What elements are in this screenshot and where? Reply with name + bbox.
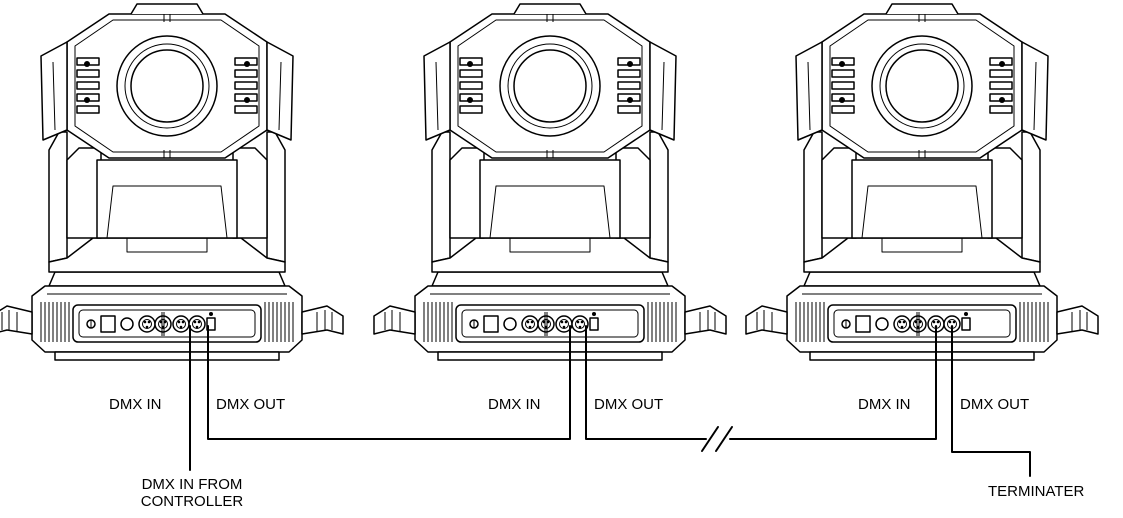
- cable-fixture-2-out-a: [585, 325, 707, 440]
- fixture-1-dmx-in-label: DMX IN: [109, 396, 162, 413]
- fixture-3-dmx-in-label: DMX IN: [858, 396, 911, 413]
- controller-label-line1: DMX IN FROM: [141, 476, 243, 493]
- fixture-2-moving-head: [373, 3, 727, 361]
- fixture-3-moving-head: [745, 3, 1099, 361]
- fixture-3-dmx-out-label: DMX OUT: [960, 396, 1030, 413]
- controller-label: DMX IN FROM CONTROLLER: [130, 476, 254, 510]
- cable-fixture-3-to-terminator: [951, 325, 1031, 477]
- cable-fixture-1-to-fixture-2: [207, 325, 571, 440]
- fixture-2-dmx-out-label: DMX OUT: [594, 396, 664, 413]
- fixture-1-dmx-out-label: DMX OUT: [216, 396, 286, 413]
- cable-break-symbol: [701, 426, 733, 452]
- fixture-2-dmx-in-label: DMX IN: [488, 396, 541, 413]
- controller-label-line2: CONTROLLER: [140, 493, 244, 510]
- fixture-1-moving-head: [0, 3, 344, 361]
- cable-fixture-2-out-b: [729, 325, 937, 440]
- terminator-label: TERMINATER: [988, 483, 1085, 500]
